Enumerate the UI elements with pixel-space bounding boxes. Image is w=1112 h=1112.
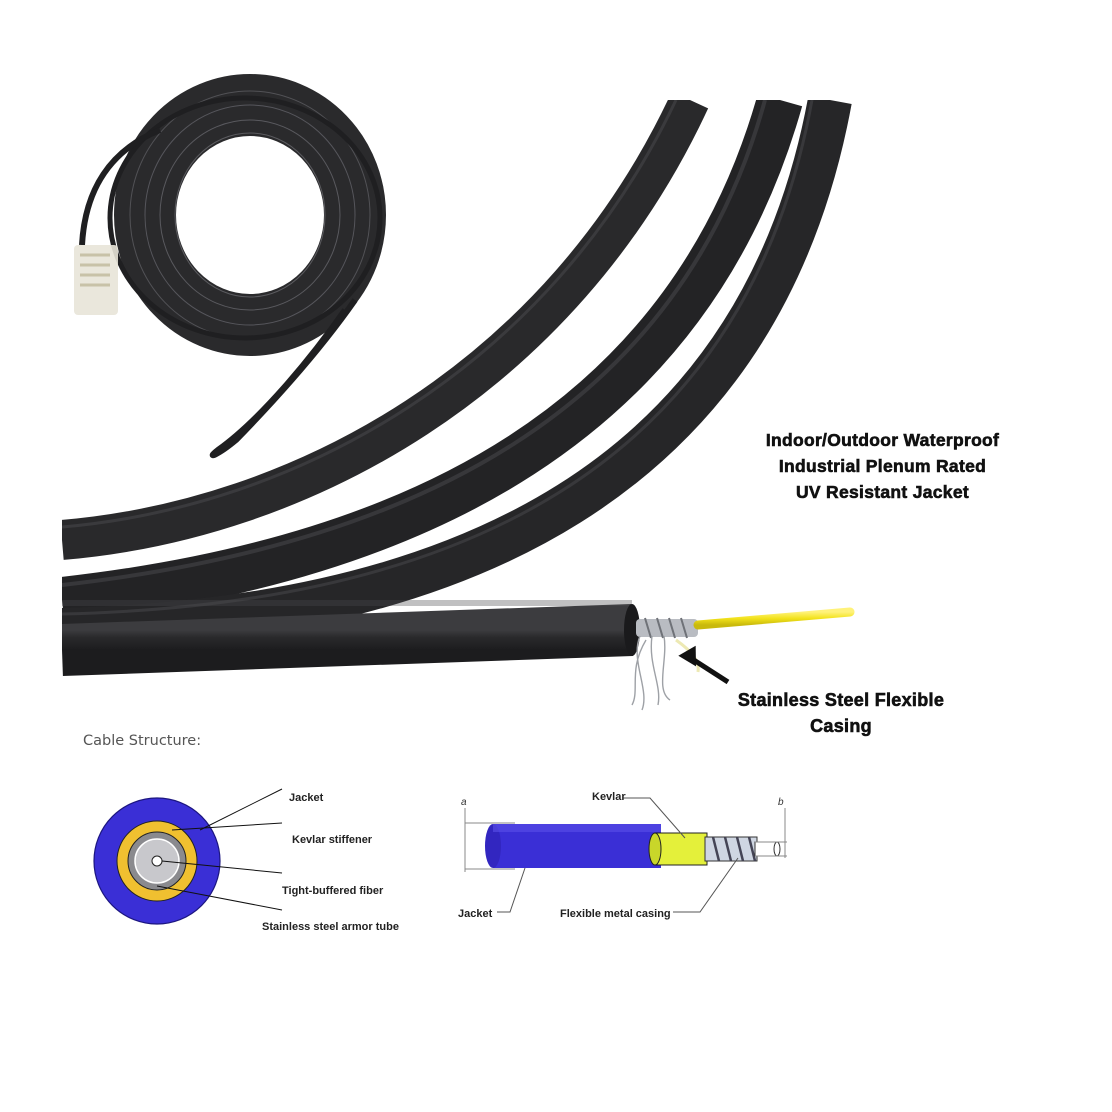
label-jacket-side: Jacket [458,908,493,920]
label-jacket: Jacket [289,792,324,804]
callout-line: UV Resistant Jacket [795,482,969,503]
callout-line: Stainless Steel Flexible [737,690,945,711]
dimension-b-label: b [778,797,784,808]
arrow-icon [678,645,730,685]
cable-structure-title: Cable Structure: [83,733,202,749]
label-tight-buffered-fiber: Tight-buffered fiber [282,885,384,897]
label-kevlar: Kevlar [592,791,626,803]
callout-line: Indoor/Outdoor Waterproof [765,430,1000,451]
callout-line: Casing [810,716,872,737]
casing-callout: Stainless Steel Flexible Casing [706,687,976,739]
callout-line: Industrial Plenum Rated [778,456,987,477]
cross-section-diagram [93,788,283,925]
coil-photo [74,74,386,459]
dimension-a-label: a [461,797,467,808]
side-view-diagram [464,797,787,913]
label-stainless-steel-armor-tube: Stainless steel armor tube [262,921,399,933]
label-kevlar-stiffener: Kevlar stiffener [292,834,373,846]
label-flexible-metal-casing: Flexible metal casing [560,908,671,920]
metal-casing-end [631,617,700,711]
jacket-features-callout: Indoor/Outdoor Waterproof Industrial Ple… [725,427,1040,505]
